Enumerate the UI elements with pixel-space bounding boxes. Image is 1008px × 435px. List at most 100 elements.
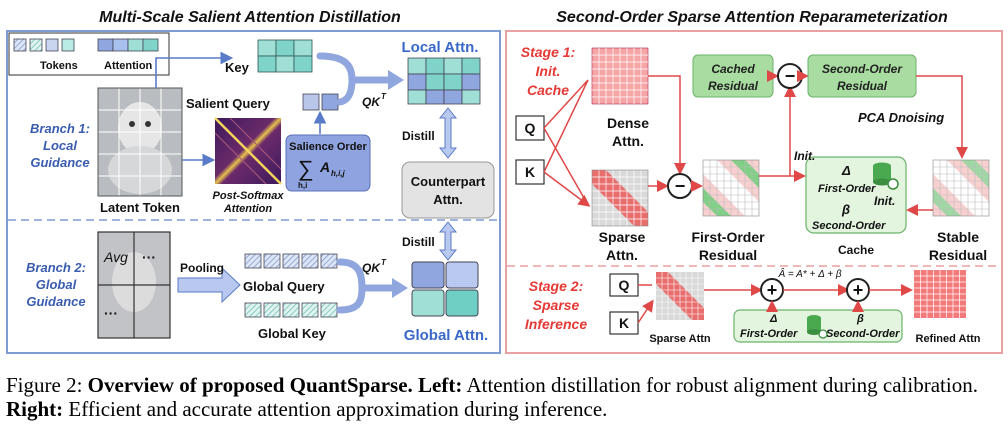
arrow-dense-to-minus [648,75,686,175]
counterpart-line2: Attn. [433,192,463,207]
qkt-bottom: QK [362,261,381,275]
minus-op-1-sign: − [675,176,686,196]
arrows-qk-split [543,79,588,205]
stage2-second-order: Second-Order [826,328,900,340]
distill-bottom-label: Distill [402,235,435,249]
legend-attention-label: Attention [104,60,153,72]
svg-text:Init.: Init. [536,63,561,79]
global-key-label: Global Key [258,326,327,341]
dots-top-right: ··· [142,249,156,265]
heatmap-label-line2: Attention [223,203,273,215]
svg-text:Guidance: Guidance [26,294,85,309]
plus-op-1-sign: + [767,280,778,300]
cache-first-order: First-Order [818,183,876,195]
global-query-tokens [244,253,338,269]
second-order-residual-line2: Residual [837,79,888,93]
salience-term: A [319,159,330,175]
salient-query-label: Salient Query [186,96,271,111]
latent-token-image [97,87,183,197]
salience-order-box [285,134,371,192]
dense-attn-line1: Dense [607,115,649,131]
merge-arrow-top [316,52,396,106]
caption-right-label: Right: [6,397,64,421]
merge-arrow-bottom-head [392,278,408,298]
caption-bold-title: Overview of proposed QuantSparse. [87,373,413,397]
pooling-arrow [177,266,241,304]
dense-attn-line2: Attn. [612,133,644,149]
cache-second-order: Second-Order [812,220,886,232]
formula-label: Â = A* + Δ + β [777,267,841,280]
salient-query-tokens [302,93,339,111]
global-query-label: Global Query [243,279,325,294]
sparse-attn-stage2-label: Sparse Attn [649,333,711,345]
refined-attn-grid [914,270,966,318]
refined-attn-label: Refined Attn [916,333,981,345]
heatmap-label-line1: Post-Softmax [213,190,285,202]
key-tokens [257,39,313,73]
cache-beta: β [841,202,850,217]
left-panel-title: Multi-Scale Salient Attention Distillati… [99,9,401,26]
svg-text:Global: Global [36,277,77,292]
global-token-image [97,231,171,339]
figure-caption: Figure 2: Overview of proposed QuantSpar… [6,373,1002,421]
salience-order-title: Salience Order [289,141,367,153]
k-label-stage1: K [525,164,535,180]
database-icon [873,162,899,190]
stable-residual-line1: Stable [937,229,979,245]
svg-text:Cache: Cache [527,82,569,98]
stage2-first-order: First-Order [740,328,798,340]
counterpart-attn-box [401,161,495,219]
caption-left-label: Left: [418,373,463,397]
latent-token-label: Latent Token [100,200,180,215]
k-label-stage2: K [619,315,629,331]
first-order-residual-line1: First-Order [691,229,765,245]
stage1-label: Stage 1: Init. Cache [521,44,575,98]
svg-text:Guidance: Guidance [30,155,89,170]
dense-attn-grid [591,47,649,105]
caption-left-text: Attention distillation for robust alignm… [462,373,978,397]
qkt-top-sup: T [381,92,387,101]
cached-residual-line2: Residual [708,79,759,93]
qkt-top: QK [362,95,381,109]
database-icon-stage2 [807,315,828,339]
global-key-tokens [244,302,338,318]
qkt-bottom-sup: T [381,258,387,267]
second-order-residual-line1: Second-Order [822,62,903,76]
pca-label: PCA Dnoising [858,110,944,125]
q-box-stage1 [515,115,545,141]
stable-residual-grid [932,159,990,217]
k-box-stage1 [515,159,545,185]
legend-tokens-label: Tokens [40,60,78,72]
sparse-attn-line1: Sparse [599,229,646,245]
minus-op-2-sign: − [785,66,796,86]
first-order-residual-grid [702,159,760,217]
counterpart-line1: Counterpart [411,174,486,189]
avg-label: Avg [103,249,128,265]
first-order-residual-line2: Residual [699,247,757,263]
pooling-label: Pooling [180,261,224,275]
init-bottom-label: Init. [874,194,895,208]
distill-arrow-bottom [438,221,458,261]
cached-residual-line1: Cached [711,62,755,76]
global-attn-grid [411,261,479,317]
legend-attention-squares [97,38,159,52]
cache-label: Cache [838,243,874,257]
local-attn-grid [407,57,481,105]
svg-text:Branch 2:: Branch 2: [26,260,86,275]
cache-delta: Δ [841,163,851,178]
salience-term-sub: h,i,j [331,169,346,178]
caption-right-text: Efficient and accurate attention approxi… [63,397,608,421]
post-softmax-heatmap [214,117,282,185]
sparse-attn-line2: Attn. [606,247,638,263]
stage2-label: Stage 2: Sparse Inference [525,278,587,332]
svg-text:Inference: Inference [525,316,587,332]
svg-text:Local: Local [43,138,77,153]
stable-residual-line2: Residual [929,247,987,263]
stage2-beta: β [856,313,864,325]
branch2-label: Branch 2: Global Guidance [26,260,86,309]
plus-op-2-sign: + [853,280,864,300]
dots-bottom-left: ··· [104,305,118,321]
legend-token-squares [13,38,75,52]
local-attn-label: Local Attn. [402,39,479,56]
svg-text:Branch 1:: Branch 1: [30,121,90,136]
